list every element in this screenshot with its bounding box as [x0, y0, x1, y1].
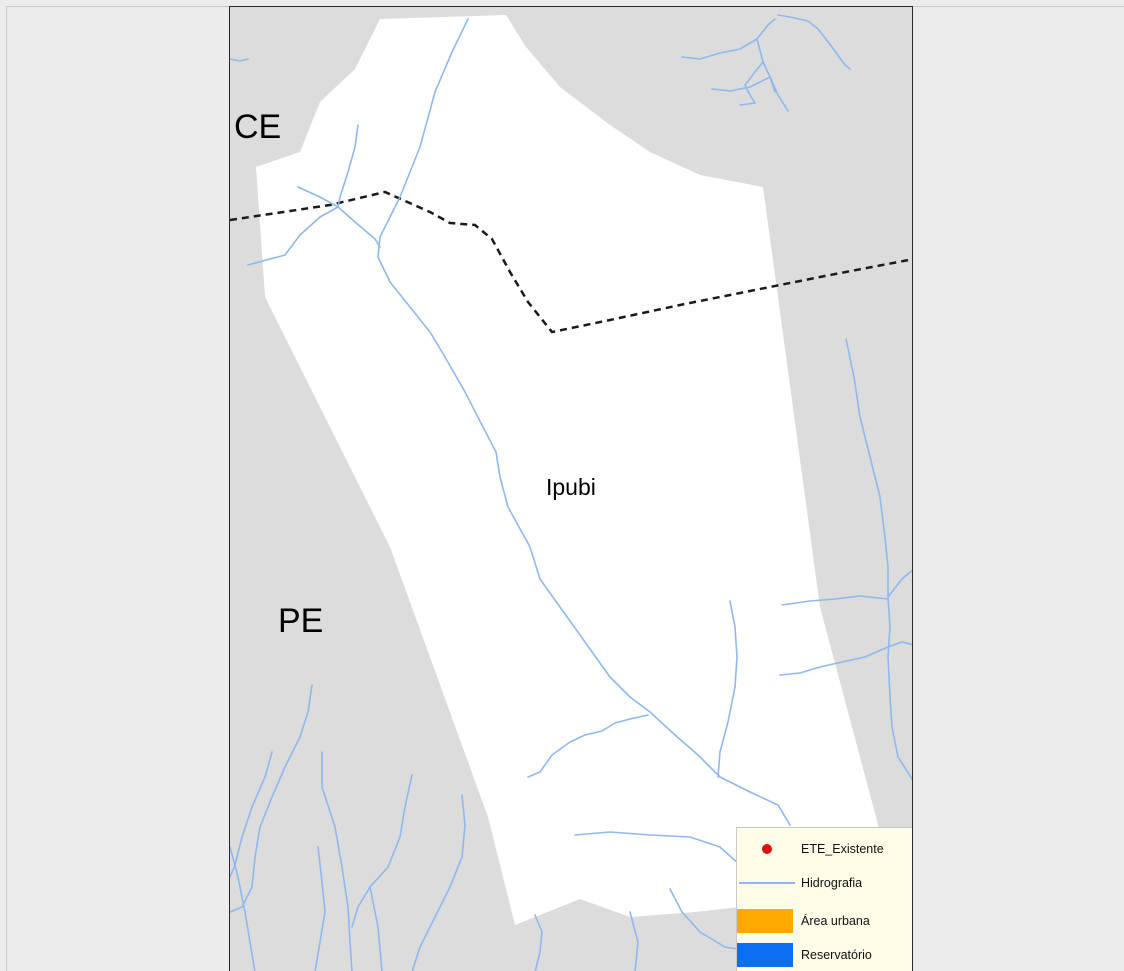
state-border-line: [230, 190, 912, 334]
state-label-pe: PE: [278, 602, 324, 640]
legend-item-reservatorio: Reservatório: [737, 942, 912, 968]
legend-symbol-ete: [737, 836, 799, 862]
reservoir-swatch-icon: [737, 943, 793, 967]
map-legend: ETE_Existente Hidrografia Área urbana Re…: [736, 827, 912, 971]
ete-point-icon: [762, 844, 772, 854]
legend-label-area-urbana: Área urbana: [801, 914, 870, 928]
map-canvas[interactable]: [230, 7, 913, 971]
legend-label-reservatorio: Reservatório: [801, 948, 872, 962]
legend-item-area-urbana: Área urbana: [737, 908, 912, 934]
municipality-ipubi-area[interactable]: [256, 15, 880, 925]
legend-symbol-hidrografia: [737, 870, 799, 896]
river-network: [230, 14, 912, 971]
municipality-label-ipubi: Ipubi: [546, 474, 596, 500]
legend-item-ete: ETE_Existente: [737, 836, 912, 862]
legend-symbol-area-urbana: [737, 908, 799, 934]
legend-item-hidrografia: Hidrografia: [737, 870, 912, 896]
urban-area-swatch-icon: [737, 909, 793, 933]
state-label-ce: CE: [234, 108, 282, 146]
map-frame[interactable]: CE PE Ipubi ETE_Existente Hidrografia Ár…: [229, 6, 913, 971]
legend-symbol-reservatorio: [737, 942, 799, 968]
river-line-icon: [739, 882, 795, 884]
legend-label-ete: ETE_Existente: [801, 842, 884, 856]
legend-label-hidrografia: Hidrografia: [801, 876, 863, 890]
